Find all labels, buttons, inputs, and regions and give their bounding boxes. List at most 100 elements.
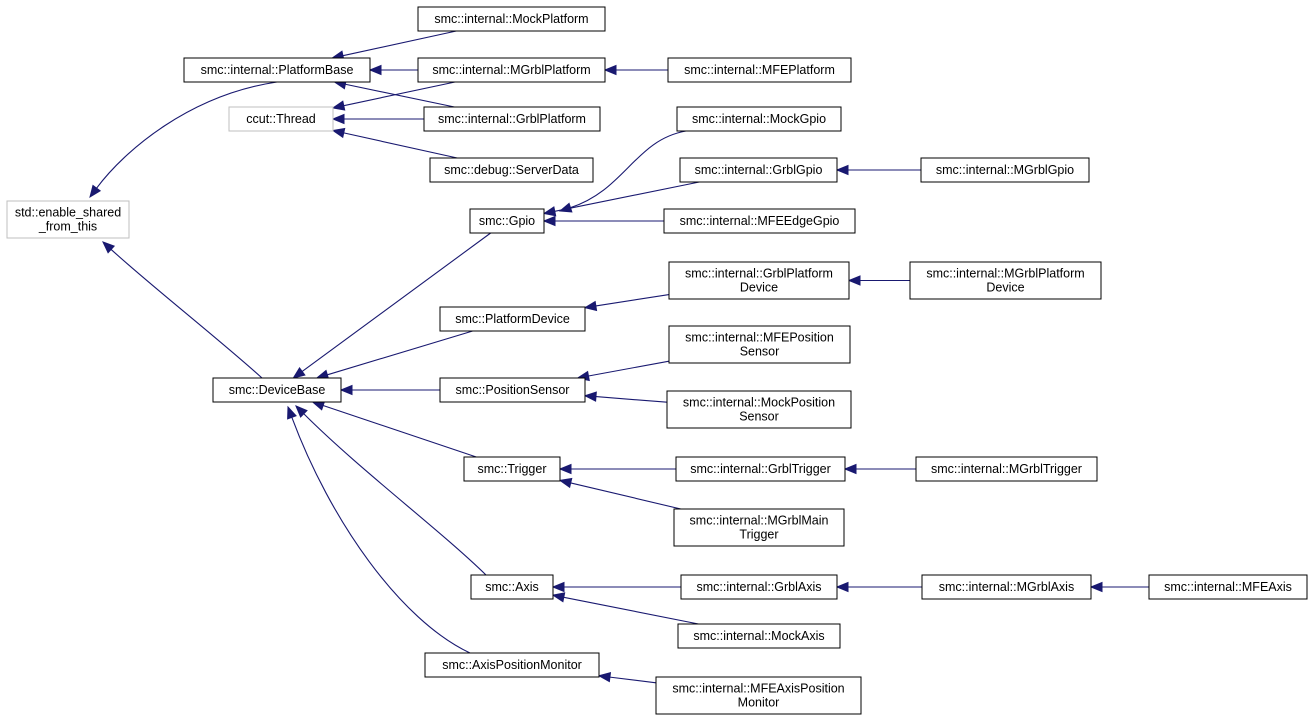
node-grbltrigger[interactable]: smc::internal::GrblTrigger — [675, 456, 846, 482]
node-mfeaxis[interactable]: smc::internal::MFEAxis — [1148, 574, 1308, 600]
edge-mgrblplat-to-pbase — [368, 64, 418, 76]
node-devbase[interactable]: smc::DeviceBase — [212, 377, 342, 403]
edge-arrowhead — [295, 405, 308, 418]
edge-line — [291, 417, 471, 654]
node-box — [915, 456, 1098, 482]
node-label: smc::Gpio — [479, 214, 535, 228]
node-trigger[interactable]: smc::Trigger — [463, 456, 561, 482]
node-label: Sensor — [740, 345, 780, 359]
node-box — [1148, 574, 1308, 600]
edge-line — [570, 130, 687, 209]
node-label: smc::Axis — [485, 580, 538, 594]
node-mockgpio[interactable]: smc::internal::MockGpio — [676, 106, 842, 132]
node-esft[interactable]: std::enable_shared_from_this — [6, 200, 130, 239]
edge-line — [595, 396, 668, 403]
node-axis[interactable]: smc::Axis — [470, 574, 554, 600]
edge-arrowhead — [551, 592, 566, 603]
node-pbase[interactable]: smc::internal::PlatformBase — [183, 57, 371, 83]
edge-arrowhead — [597, 671, 612, 683]
node-box — [429, 157, 594, 183]
edge-arrowhead — [1089, 581, 1103, 593]
node-mfeplat[interactable]: smc::internal::MFEPlatform — [667, 57, 852, 83]
edge-mgrblmaintrigger-to-trigger — [558, 477, 682, 510]
edge-grblaxis-to-axis — [551, 581, 681, 593]
node-label: Trigger — [739, 528, 778, 542]
edge-line — [342, 30, 457, 57]
node-box — [667, 57, 852, 83]
edge-devbase-to-esft — [102, 241, 263, 379]
edge-trigger-to-devbase — [311, 400, 477, 458]
node-mgrblaxis[interactable]: smc::internal::MGrblAxis — [921, 574, 1092, 600]
node-label: smc::internal::MockPlatform — [434, 12, 588, 26]
node-box — [909, 261, 1102, 300]
node-label: smc::internal::MFEEdgeGpio — [680, 214, 840, 228]
node-grblgpio[interactable]: smc::internal::GrblGpio — [679, 157, 838, 183]
node-possensor[interactable]: smc::PositionSensor — [439, 377, 586, 403]
node-mgrblplat[interactable]: smc::internal::MGrblPlatform — [417, 57, 606, 83]
node-box — [675, 456, 846, 482]
edge-line — [110, 249, 263, 379]
edge-mfeaxisposmon-to-axisposmon — [597, 671, 657, 684]
edge-mgrbltrigger-to-grbltrigger — [843, 463, 916, 475]
node-mgrblgpio[interactable]: smc::internal::MGrblGpio — [920, 157, 1090, 183]
edge-grblgpio-to-gpio — [542, 181, 700, 217]
node-label: smc::internal::PlatformBase — [201, 63, 354, 77]
node-box — [439, 377, 586, 403]
edges-layer — [89, 30, 1149, 684]
node-serverdata[interactable]: smc::debug::ServerData — [429, 157, 594, 183]
node-label: std::enable_shared — [15, 206, 121, 220]
node-thread[interactable]: ccut::Thread — [228, 106, 334, 132]
node-box — [668, 325, 851, 364]
node-mfeedgegpio[interactable]: smc::internal::MFEEdgeGpio — [663, 208, 856, 234]
edge-mockaxis-to-axis — [551, 592, 699, 625]
edge-arrowhead — [89, 184, 102, 199]
edge-axisposmon-to-devbase — [287, 405, 471, 654]
node-mockplat[interactable]: smc::internal::MockPlatform — [417, 6, 606, 32]
node-label: smc::internal::GrblAxis — [696, 580, 821, 594]
edge-mfepossensor-to-possensor — [576, 360, 670, 382]
edge-arrowhead — [551, 581, 565, 593]
node-box — [920, 157, 1090, 183]
edge-arrowhead — [311, 400, 326, 411]
node-box — [423, 106, 601, 132]
node-box — [212, 377, 342, 403]
edge-line — [343, 81, 456, 107]
node-grblaxis[interactable]: smc::internal::GrblAxis — [680, 574, 838, 600]
node-grblplat[interactable]: smc::internal::GrblPlatform — [423, 106, 601, 132]
edge-pbase-to-esft — [89, 81, 278, 199]
node-mgrbltrigger[interactable]: smc::internal::MGrblTrigger — [915, 456, 1098, 482]
node-mockaxis[interactable]: smc::internal::MockAxis — [677, 623, 841, 649]
node-axisposmon[interactable]: smc::AxisPositionMonitor — [424, 652, 600, 678]
node-platdev[interactable]: smc::PlatformDevice — [439, 306, 586, 332]
edge-grbltrigger-to-trigger — [558, 463, 676, 475]
node-box — [921, 574, 1092, 600]
node-box — [673, 508, 845, 547]
node-label: smc::internal::MFEPlatform — [684, 63, 835, 77]
node-label: smc::DeviceBase — [229, 383, 326, 397]
node-label: smc::internal::GrblPlatform — [438, 112, 586, 126]
edge-arrowhead — [583, 391, 597, 402]
edge-mfeedgegpio-to-gpio — [542, 215, 664, 227]
edge-mfeaxis-to-mgrblaxis — [1089, 581, 1149, 593]
edge-arrowhead — [603, 64, 617, 76]
edge-line — [570, 482, 682, 510]
edge-grblplatdev-to-platdev — [583, 294, 670, 312]
node-box — [666, 390, 852, 429]
edge-mfeplat-to-mgrblplat — [603, 64, 668, 76]
edge-arrowhead — [542, 206, 557, 217]
edge-arrowhead — [331, 127, 346, 139]
node-box — [470, 574, 554, 600]
edge-mockpossensor-to-possensor — [583, 391, 668, 403]
edge-arrowhead — [339, 384, 353, 396]
node-box — [680, 574, 838, 600]
node-label: smc::internal::GrblGpio — [695, 163, 823, 177]
edge-mgrblplatdev-to-grblplatdev — [847, 275, 910, 286]
node-gpio[interactable]: smc::Gpio — [469, 208, 545, 234]
